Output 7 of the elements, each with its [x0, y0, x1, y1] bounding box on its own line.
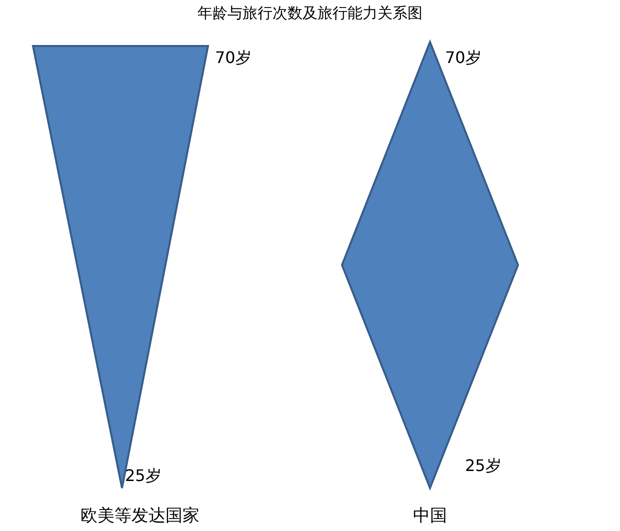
age-label: 70岁	[445, 48, 482, 68]
age-label: 25岁	[125, 466, 162, 486]
age-label: 70岁	[215, 48, 252, 68]
group-caption: 中国	[413, 506, 447, 526]
chart-title: 年龄与旅行次数及旅行能力关系图	[196, 4, 424, 23]
group-caption: 欧美等发达国家	[80, 506, 200, 526]
age-label: 25岁	[465, 456, 502, 476]
